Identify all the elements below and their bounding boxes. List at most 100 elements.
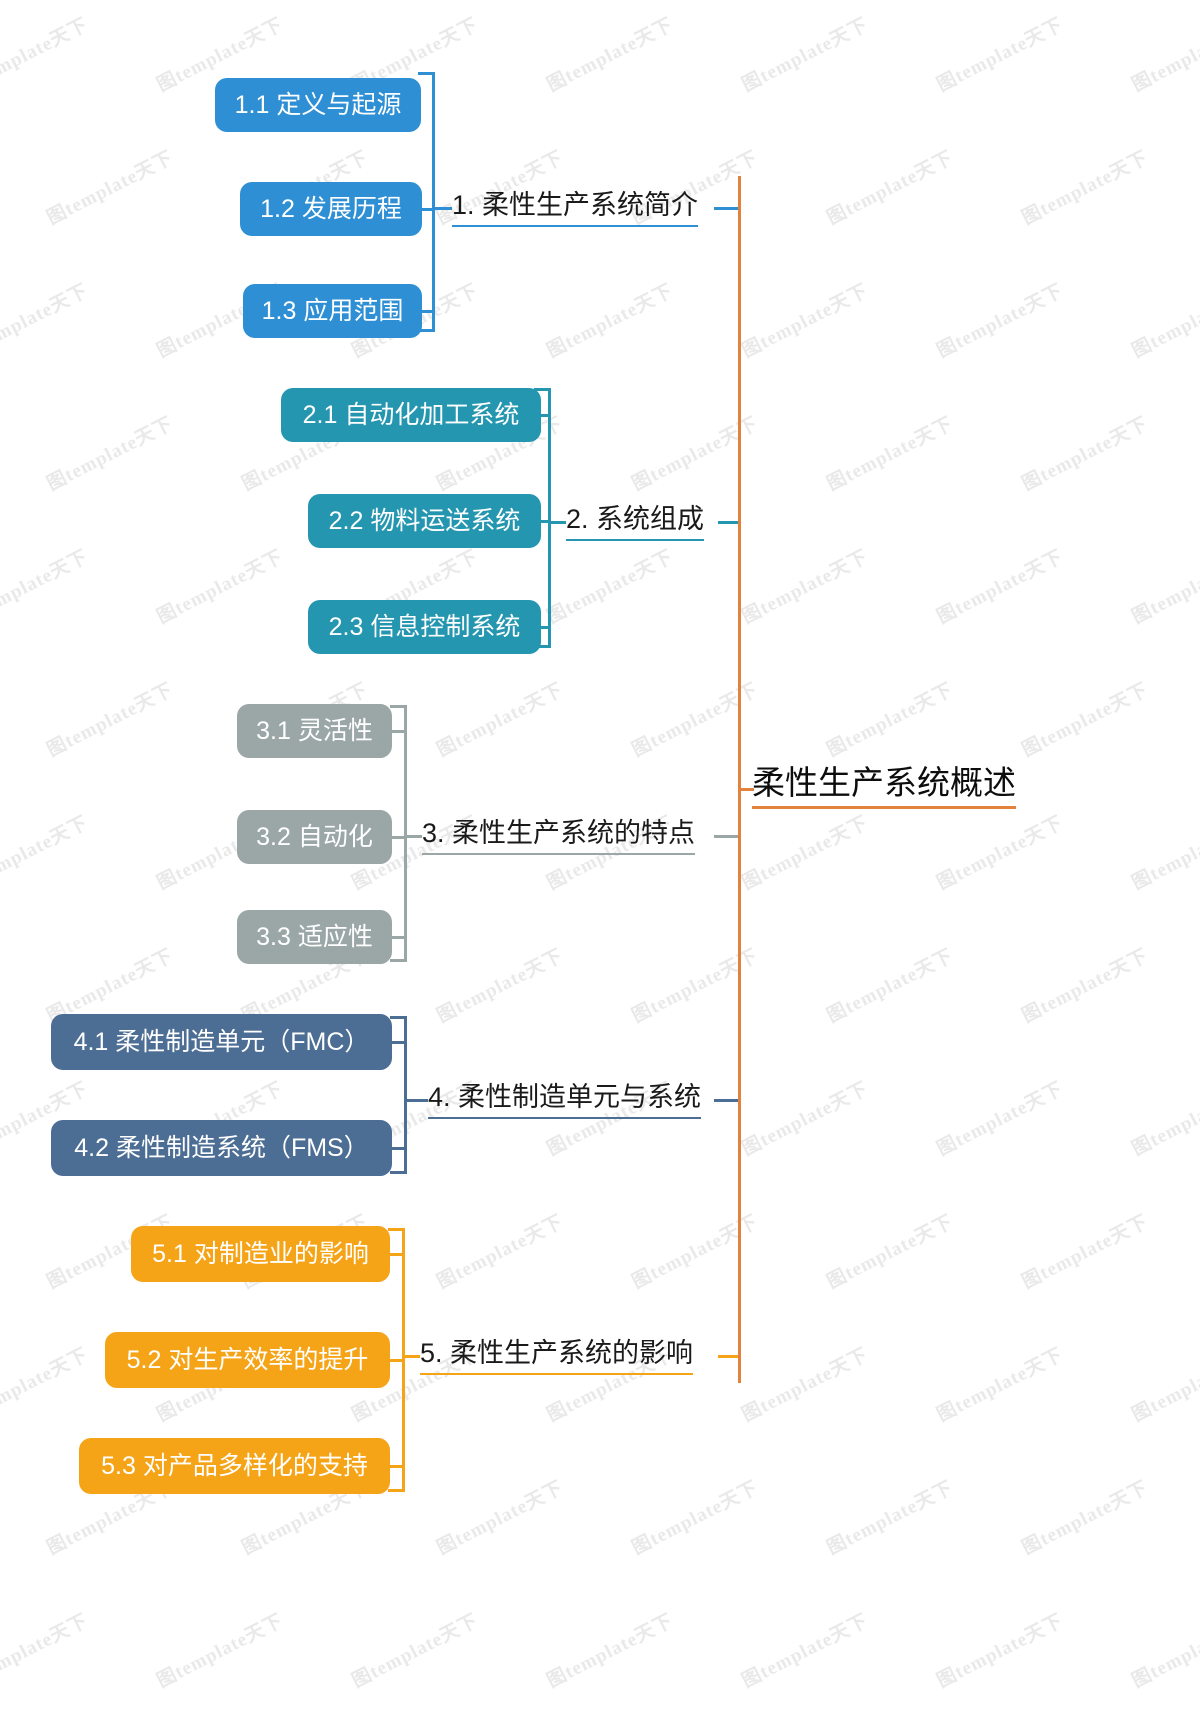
node-5-2[interactable]: 5.2 对生产效率的提升 (105, 1332, 390, 1388)
watermark-text: 图template天下 (543, 1610, 677, 1693)
node-2-1-stub (541, 414, 548, 417)
watermark-text: 图template天下 (153, 1610, 287, 1693)
branch-5-label[interactable]: 5. 柔性生产系统的影响 (420, 1340, 694, 1375)
watermark-text: 图template天下 (933, 1610, 1067, 1693)
node-5-3-stub (390, 1465, 402, 1468)
watermark-text: 图template天下 (433, 945, 567, 1028)
root-stem (738, 788, 754, 791)
watermark-text: 图template天下 (1128, 1078, 1200, 1161)
branch-5-bracket (402, 1228, 405, 1492)
branch-3-label[interactable]: 3. 柔性生产系统的特点 (422, 820, 696, 855)
node-5-1-stub (390, 1253, 402, 1256)
watermark-text: 图template天下 (0, 14, 92, 97)
watermark-text: 图template天下 (628, 1211, 762, 1294)
watermark-text: 图template天下 (1128, 546, 1200, 629)
branch-2-bracket-cap-bottom (534, 645, 548, 648)
watermark-text: 图template天下 (933, 1344, 1067, 1427)
watermark-text: 图template天下 (628, 1477, 762, 1560)
node-2-1[interactable]: 2.1 自动化加工系统 (281, 388, 541, 442)
branch-3-bracket-cap-bottom (390, 959, 404, 962)
branch-1-bracket-cap-top (418, 72, 432, 75)
watermark-text: 图template天下 (0, 280, 92, 363)
node-5-3[interactable]: 5.3 对产品多样化的支持 (79, 1438, 390, 1494)
branch-5-to-root (718, 1355, 738, 1358)
node-1-3[interactable]: 1.3 应用范围 (243, 284, 422, 338)
watermark-text: 图template天下 (433, 1211, 567, 1294)
branch-5-bracket-cap-bottom (388, 1489, 402, 1492)
node-3-3[interactable]: 3.3 适应性 (237, 910, 392, 964)
watermark-text: 图template天下 (1018, 413, 1152, 496)
branch-2-label-stub (551, 521, 566, 524)
node-2-2-stub (541, 520, 548, 523)
watermark-text: 图template天下 (738, 14, 872, 97)
root-spine (738, 176, 741, 1383)
branch-2-bracket (548, 388, 551, 648)
node-1-2[interactable]: 1.2 发展历程 (240, 182, 422, 236)
watermark-text: 图template天下 (0, 546, 92, 629)
node-3-2-stub (392, 836, 404, 839)
watermark-text: 图template天下 (823, 679, 957, 762)
watermark-text: 图template天下 (348, 1610, 482, 1693)
node-1-1[interactable]: 1.1 定义与起源 (215, 78, 421, 132)
branch-1-bracket-cap-bottom (418, 329, 432, 332)
watermark-text: 图template天下 (628, 945, 762, 1028)
branch-1-bracket (432, 72, 435, 332)
node-4-1-stub (392, 1041, 404, 1044)
watermark-text: 图template天下 (738, 280, 872, 363)
branch-1-label[interactable]: 1. 柔性生产系统简介 (452, 192, 699, 227)
watermark-text: 图template天下 (738, 812, 872, 895)
watermark-text: 图template天下 (933, 1078, 1067, 1161)
branch-4-label-stub (407, 1099, 428, 1102)
watermark-text: 图template天下 (628, 413, 762, 496)
watermark-text: 图template天下 (43, 147, 177, 230)
watermark-text: 图template天下 (823, 1477, 957, 1560)
node-5-1[interactable]: 5.1 对制造业的影响 (131, 1226, 390, 1282)
node-3-3-stub (392, 936, 404, 939)
watermark-text: 图template天下 (0, 812, 92, 895)
branch-1-label-stub (435, 207, 452, 210)
branch-2-bracket-cap-top (534, 388, 548, 391)
watermark-text: 图template天下 (153, 546, 287, 629)
branch-5-label-stub (405, 1355, 420, 1358)
watermark-text: 图template天下 (823, 945, 957, 1028)
watermark-text: 图template天下 (1018, 147, 1152, 230)
watermark-text: 图template天下 (543, 546, 677, 629)
watermark-text: 图template天下 (543, 14, 677, 97)
branch-2-label[interactable]: 2. 系统组成 (566, 506, 705, 541)
watermark-text: 图template天下 (738, 1344, 872, 1427)
watermark-text: 图template天下 (1128, 1344, 1200, 1427)
watermark-text: 图template天下 (0, 1344, 92, 1427)
watermark-text: 图template天下 (933, 546, 1067, 629)
node-3-2[interactable]: 3.2 自动化 (237, 810, 392, 864)
node-2-2[interactable]: 2.2 物料运送系统 (308, 494, 541, 548)
watermark-text: 图template天下 (628, 679, 762, 762)
watermark-text: 图template天下 (433, 679, 567, 762)
branch-3-bracket (404, 705, 407, 962)
watermark-text: 图template天下 (1128, 812, 1200, 895)
watermark-text: 图template天下 (1018, 1211, 1152, 1294)
branch-2-to-root (718, 521, 738, 524)
branch-1-to-root (714, 207, 738, 210)
node-3-1[interactable]: 3.1 灵活性 (237, 704, 392, 758)
watermark-text: 图template天下 (823, 1211, 957, 1294)
node-1-2-stub (422, 208, 432, 211)
node-2-3[interactable]: 2.3 信息控制系统 (308, 600, 541, 654)
watermark-text: 图template天下 (543, 280, 677, 363)
watermark-text: 图template天下 (1128, 14, 1200, 97)
node-4-2[interactable]: 4.2 柔性制造系统（FMS） (51, 1120, 392, 1176)
watermark-text: 图template天下 (0, 1610, 92, 1693)
node-4-1[interactable]: 4.1 柔性制造单元（FMC） (51, 1014, 392, 1070)
root-node[interactable]: 柔性生产系统概述 (752, 766, 1016, 809)
branch-4-bracket-cap-top (390, 1016, 404, 1019)
branch-5-bracket-cap-top (388, 1228, 402, 1231)
watermark-text: 图template天下 (738, 1610, 872, 1693)
branch-4-label[interactable]: 4. 柔性制造单元与系统 (428, 1084, 702, 1119)
watermark-text: 图template天下 (1018, 679, 1152, 762)
branch-3-bracket-cap-top (390, 705, 404, 708)
watermark-text: 图template天下 (738, 546, 872, 629)
watermark-text: 图template天下 (433, 1477, 567, 1560)
node-3-1-stub (392, 730, 404, 733)
watermark-text: 图template天下 (1128, 1610, 1200, 1693)
branch-4-to-root (714, 1099, 738, 1102)
